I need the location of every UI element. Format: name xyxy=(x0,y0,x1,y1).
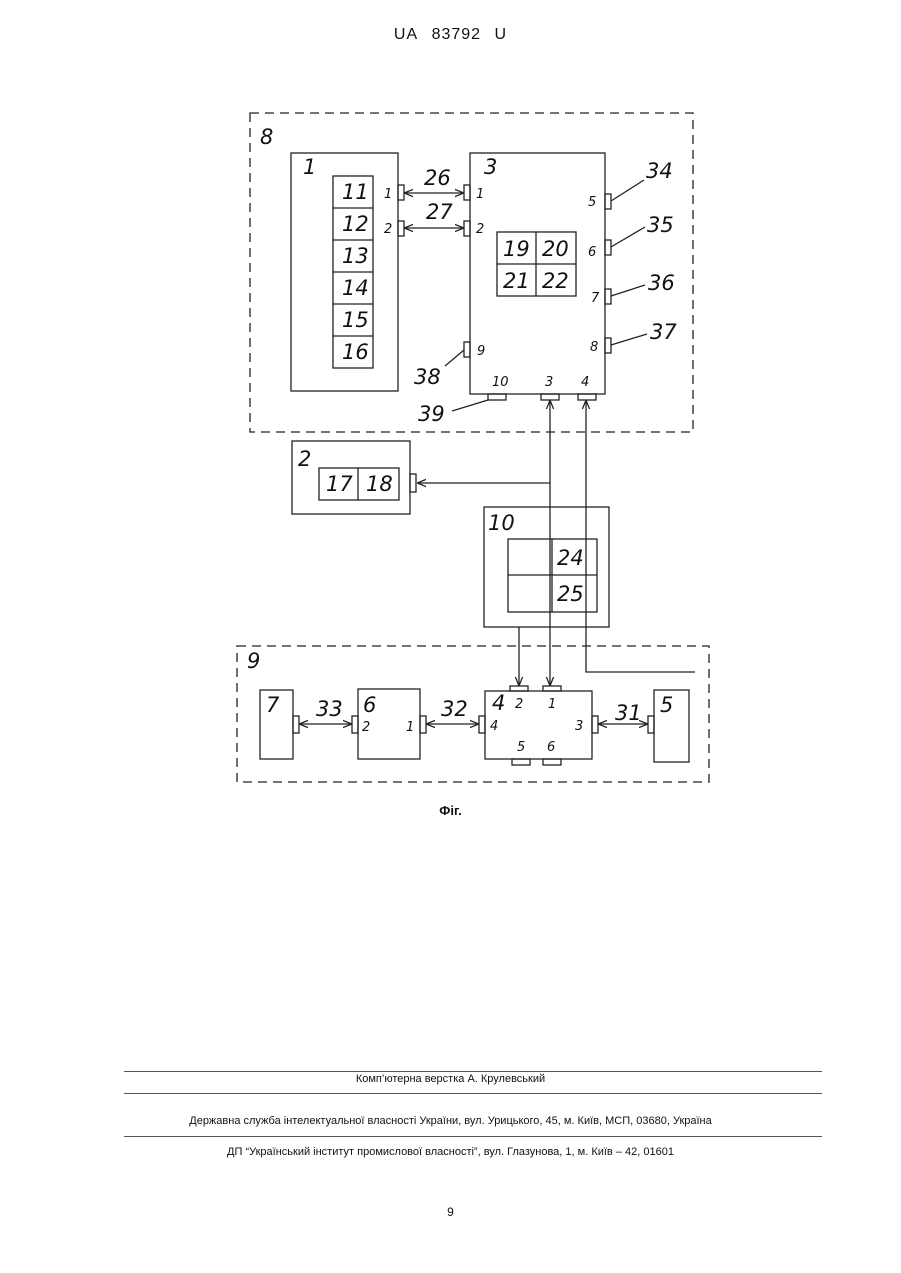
link-34: 34 xyxy=(646,159,673,183)
block-2-port xyxy=(410,474,416,492)
block-1-port-1 xyxy=(398,185,404,200)
bus-line-outlet xyxy=(586,670,695,672)
pin-3-5: 5 xyxy=(588,195,596,210)
link-27: 27 xyxy=(426,200,453,224)
label-block-10: 10 xyxy=(488,511,515,535)
pin-3-6: 6 xyxy=(588,245,596,260)
label-block-1: 1 xyxy=(303,155,316,179)
pin-4-6: 6 xyxy=(547,740,555,755)
pin-4-2: 2 xyxy=(515,697,523,712)
cell-25: 25 xyxy=(557,582,584,606)
figure-caption: Фіг. xyxy=(0,803,901,818)
block-3-port-8 xyxy=(605,338,611,353)
block-5-port xyxy=(648,716,654,733)
cell-17: 17 xyxy=(326,472,353,496)
block-4-port-5 xyxy=(512,759,530,765)
block-4-port-3 xyxy=(592,716,598,733)
label-block-5: 5 xyxy=(660,693,673,717)
block-3-port-9 xyxy=(464,342,470,357)
block-4-port-1 xyxy=(543,686,561,691)
footer-rule-3 xyxy=(124,1136,822,1137)
cell-16: 16 xyxy=(342,340,369,364)
cell-12: 12 xyxy=(342,212,369,236)
block-3-port-2 xyxy=(464,221,470,236)
pin-4-4: 4 xyxy=(490,719,498,734)
cell-15: 15 xyxy=(342,308,369,332)
pin-3-4: 4 xyxy=(581,375,589,390)
link-32: 32 xyxy=(441,697,468,721)
block-3-port-4 xyxy=(578,394,596,400)
footer-rule-2 xyxy=(124,1093,822,1094)
block-7-port xyxy=(293,716,299,733)
label-block-4: 4 xyxy=(492,691,505,715)
pin-6-1: 1 xyxy=(406,720,414,735)
pin-1-2: 2 xyxy=(384,222,392,237)
block-3-port-6 xyxy=(605,240,611,255)
cell-14: 14 xyxy=(342,276,369,300)
block-3-port-7 xyxy=(605,289,611,304)
link-31: 31 xyxy=(615,701,642,725)
cell-24: 24 xyxy=(557,546,584,570)
cell-19: 19 xyxy=(503,237,530,261)
cell-18: 18 xyxy=(366,472,393,496)
label-block-6: 6 xyxy=(363,693,376,717)
block-4-port-2 xyxy=(510,686,528,691)
link-36: 36 xyxy=(648,271,675,295)
link-38: 38 xyxy=(414,365,441,389)
footer-typesetting: Комп’ютерна верстка А. Крулевський xyxy=(0,1073,901,1085)
link-39: 39 xyxy=(418,402,445,426)
pin-3-1: 1 xyxy=(476,187,484,202)
block-1-port-2 xyxy=(398,221,404,236)
block-6-port-1 xyxy=(420,716,426,733)
pin-3-3: 3 xyxy=(545,375,553,390)
block-3-port-3 xyxy=(541,394,559,400)
cell-21: 21 xyxy=(503,269,530,293)
pin-4-5: 5 xyxy=(517,740,525,755)
block-4-port-4 xyxy=(479,716,485,733)
block-3-port-1 xyxy=(464,185,470,200)
block-4-port-6 xyxy=(543,759,561,765)
label-block-8: 8 xyxy=(260,125,273,149)
footer-agency: Державна служба інтелектуальної власност… xyxy=(0,1115,901,1127)
block-3-port-5 xyxy=(605,194,611,209)
cell-22: 22 xyxy=(542,269,569,293)
group-8-boundary xyxy=(250,113,693,432)
pin-1-1: 1 xyxy=(384,187,392,202)
link-37: 37 xyxy=(650,320,677,344)
pin-3-9: 9 xyxy=(477,344,485,359)
label-block-2: 2 xyxy=(298,447,311,471)
link-26: 26 xyxy=(424,166,451,190)
label-block-3: 3 xyxy=(484,155,497,179)
pin-3-10: 10 xyxy=(492,375,509,390)
pin-6-2: 2 xyxy=(362,720,370,735)
block-3 xyxy=(470,153,605,394)
cell-11: 11 xyxy=(342,180,369,204)
label-block-9: 9 xyxy=(247,649,260,673)
block-6-port-2 xyxy=(352,716,358,733)
label-block-7: 7 xyxy=(266,693,280,717)
link-33: 33 xyxy=(316,697,343,721)
pin-3-8: 8 xyxy=(590,340,598,355)
pin-3-2: 2 xyxy=(476,222,484,237)
cell-20: 20 xyxy=(542,237,569,261)
pin-4-1: 1 xyxy=(548,697,556,712)
pin-3-7: 7 xyxy=(591,291,600,306)
footer-rule-1 xyxy=(124,1071,822,1072)
pin-4-3: 3 xyxy=(575,719,583,734)
page-number: 9 xyxy=(0,1205,901,1219)
block-3-port-10 xyxy=(488,394,506,400)
footer-institute: ДП “Український інститут промислової вла… xyxy=(0,1146,901,1158)
cell-13: 13 xyxy=(342,244,369,268)
link-35: 35 xyxy=(647,213,674,237)
